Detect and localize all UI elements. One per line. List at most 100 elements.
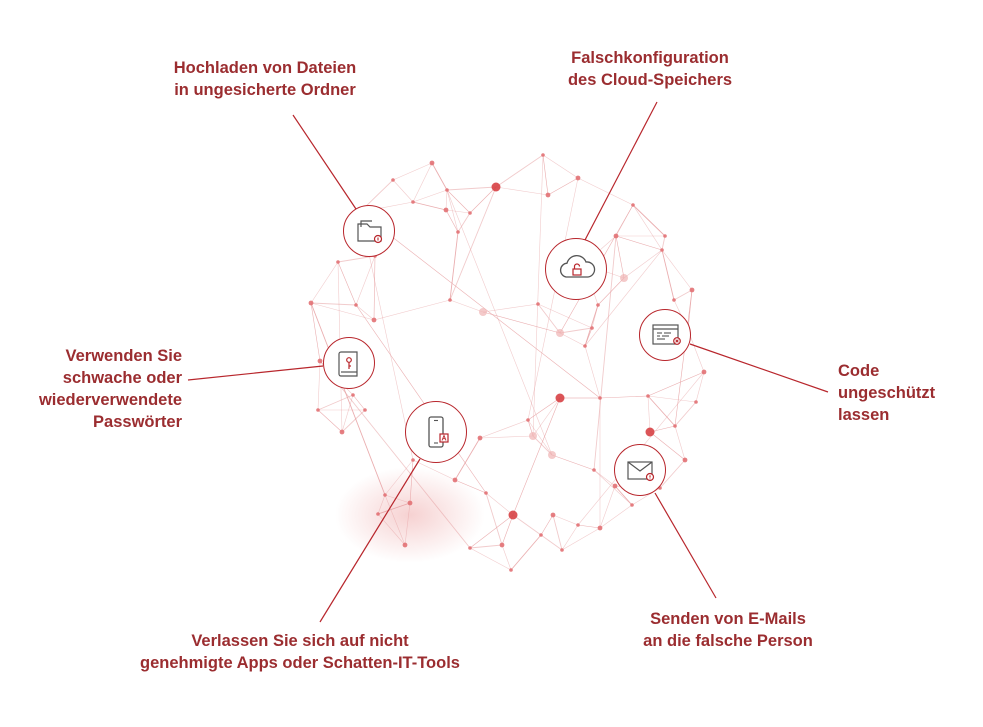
mesh-edge xyxy=(469,186,497,214)
mesh-node xyxy=(308,300,314,306)
cloud-lock-icon xyxy=(545,238,607,300)
mesh-node xyxy=(468,546,472,550)
mesh-node xyxy=(583,344,587,348)
mobile-app-icon xyxy=(405,401,467,463)
folder-lock-icon xyxy=(343,205,395,257)
mesh-edge xyxy=(661,249,693,291)
mesh-edge xyxy=(449,186,497,301)
mesh-edge xyxy=(527,419,553,456)
mesh-edge xyxy=(584,304,599,347)
mesh-edge xyxy=(352,394,366,411)
mesh-node xyxy=(383,493,387,497)
mesh-edge xyxy=(317,409,343,433)
leader-upload xyxy=(292,114,359,213)
mesh-edge xyxy=(377,502,411,515)
mesh-node xyxy=(672,298,676,302)
mesh-node xyxy=(477,435,483,441)
mesh-edge xyxy=(593,469,616,487)
mesh-edge xyxy=(310,302,386,496)
mesh-edge xyxy=(310,261,339,304)
mesh-node xyxy=(590,326,594,330)
mesh-edge xyxy=(561,527,601,551)
mesh-edge xyxy=(632,204,663,251)
mesh-edge xyxy=(593,235,617,471)
mesh-edge xyxy=(615,235,663,251)
label-upload: Hochladen von Dateien in ungesicherte Or… xyxy=(120,57,410,101)
mesh-edge xyxy=(445,209,471,214)
mesh-edge xyxy=(412,201,447,211)
mesh-edge xyxy=(559,332,586,347)
mesh-edge xyxy=(310,302,321,362)
mesh-node xyxy=(645,427,655,437)
mesh-edge xyxy=(599,485,616,529)
mesh-node xyxy=(468,211,472,215)
mesh-edge xyxy=(540,534,563,551)
mesh-edge xyxy=(532,154,544,437)
mesh-node xyxy=(371,317,377,323)
mesh-node xyxy=(701,369,707,375)
mesh-edge xyxy=(482,303,539,313)
label-passwords-line-1: Verwenden Sie xyxy=(65,347,182,365)
mesh-edge xyxy=(449,299,484,313)
mesh-edge xyxy=(547,177,579,196)
mesh-edge xyxy=(584,249,663,347)
mesh-node xyxy=(550,512,556,518)
mesh-edge xyxy=(454,437,481,481)
mesh-node xyxy=(646,394,650,398)
mesh-edge xyxy=(593,469,633,506)
mesh-node xyxy=(592,468,596,472)
mesh-node xyxy=(391,178,395,182)
mesh-edge xyxy=(512,397,561,516)
mesh-node xyxy=(598,396,602,400)
mesh-edge xyxy=(599,504,633,529)
mesh-node xyxy=(479,308,487,316)
mesh-edge xyxy=(577,524,601,529)
mesh-edge xyxy=(449,231,459,301)
mesh-edge xyxy=(501,514,514,546)
mesh-edge xyxy=(404,502,411,546)
mesh-edge xyxy=(552,514,579,526)
mesh-edge xyxy=(695,371,705,403)
mesh-edge xyxy=(552,514,563,551)
mesh-node xyxy=(682,457,688,463)
mesh-node xyxy=(620,274,628,282)
mesh-node xyxy=(694,400,698,404)
mesh-node xyxy=(448,298,452,302)
label-cloud-line-2: des Cloud-Speichers xyxy=(567,71,733,89)
mesh-node xyxy=(316,408,320,412)
mesh-node xyxy=(351,393,355,397)
mesh-edge xyxy=(446,189,471,214)
mesh-edge xyxy=(674,401,697,427)
mesh-edge xyxy=(495,186,549,196)
mesh-node xyxy=(429,160,435,166)
mesh-node xyxy=(536,302,540,306)
mesh-edge xyxy=(537,303,593,329)
mesh-node xyxy=(555,393,565,403)
mesh-edge xyxy=(614,485,633,506)
mesh-edge xyxy=(373,255,376,321)
mesh-node xyxy=(339,429,345,435)
mesh-edge xyxy=(485,492,503,546)
mesh-edge xyxy=(409,459,414,504)
mesh-edge xyxy=(373,299,451,321)
book-key-icon xyxy=(323,337,375,389)
mesh-edge xyxy=(647,395,651,433)
label-passwords: Verwenden Sie schwache oder wiederverwen… xyxy=(8,345,182,433)
mesh-node xyxy=(673,424,677,428)
mesh-edge xyxy=(647,395,676,427)
mesh-edge xyxy=(661,235,666,251)
mesh-edge xyxy=(359,211,601,399)
mesh-edge xyxy=(615,235,625,279)
mesh-edge xyxy=(377,494,386,515)
label-code-line-1: Code xyxy=(838,362,880,380)
mesh-node xyxy=(631,203,635,207)
leader-lines xyxy=(187,101,829,623)
mesh-edge xyxy=(355,255,376,306)
mesh-node xyxy=(529,432,537,440)
glow-blob xyxy=(335,467,485,563)
leader-cloud xyxy=(584,101,658,241)
mesh-edge xyxy=(479,435,534,439)
label-code-line-2: ungeschützt xyxy=(838,384,936,402)
mesh-node xyxy=(613,233,619,239)
mesh-edge xyxy=(341,394,354,433)
